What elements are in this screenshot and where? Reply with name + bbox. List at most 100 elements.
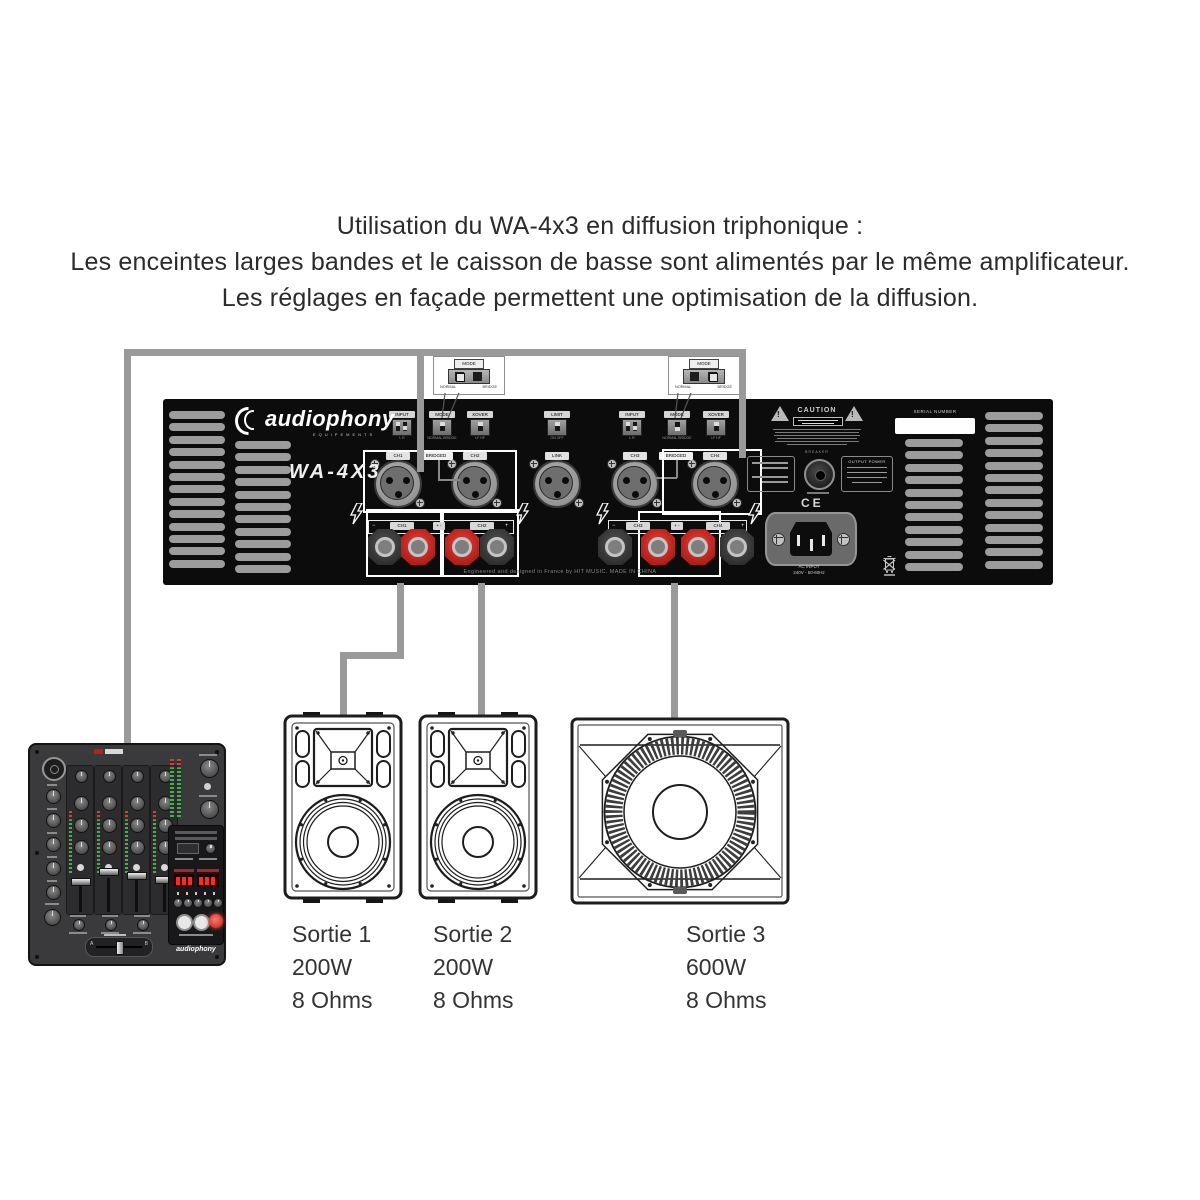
tick-mark <box>177 892 179 895</box>
aux-knob <box>46 861 61 876</box>
vent-slot <box>235 565 291 573</box>
cable-output1 <box>340 652 347 718</box>
xlr-pin <box>623 477 630 484</box>
vent-slot <box>985 498 1043 507</box>
caution-block: ! ! CAUTION <box>769 405 865 451</box>
binding-post-hole <box>408 537 428 557</box>
knob-label-bar <box>47 784 57 786</box>
ac-input-label: AC INPUT <box>798 564 820 569</box>
vent-slot <box>169 535 225 543</box>
screw-icon <box>574 498 584 508</box>
vent-slot <box>169 448 225 457</box>
cable-output1 <box>340 652 404 659</box>
cue-button <box>193 914 210 931</box>
control-label-bar <box>134 915 150 917</box>
terminal-label: CH2 <box>470 522 494 530</box>
master-knob <box>200 759 219 778</box>
terminal-strip <box>608 520 747 534</box>
vent-slot <box>985 523 1043 532</box>
channel-meter <box>124 811 128 873</box>
output-power-box: OUTPUT POWER <box>841 456 893 492</box>
decoration <box>554 422 560 426</box>
pfl-button <box>133 864 140 871</box>
polarity-plus: + <box>741 523 745 529</box>
eq-high-knob <box>130 796 145 811</box>
mode-bridge-label: BRIDGE <box>482 385 497 389</box>
binding-post-hole <box>452 537 472 557</box>
bracket-line <box>676 460 678 478</box>
decoration <box>674 422 680 431</box>
xlr-pin <box>553 491 561 498</box>
vent-slot <box>905 563 963 571</box>
param-knob <box>213 898 223 908</box>
level-meter <box>177 759 181 817</box>
eq-mid-knob <box>130 818 145 833</box>
model-name: WA-4X3 <box>289 461 382 483</box>
control-label-bar <box>69 932 87 934</box>
vent-slot <box>235 540 291 549</box>
terminal-strip <box>368 520 514 534</box>
dj-mixer: A B audiophony <box>28 743 226 966</box>
switch-label: XOVER <box>467 411 493 418</box>
switch-body <box>432 419 452 436</box>
output1-box <box>366 509 444 577</box>
led-display <box>174 874 194 887</box>
switch-label: INPUT <box>389 411 415 418</box>
xlr-pin <box>480 477 487 484</box>
fx-knob <box>205 843 216 854</box>
mode-bridge-label: BRIDGE <box>717 385 732 389</box>
vent-slot <box>235 503 291 511</box>
pfl-button <box>161 864 168 871</box>
brand-subtitle: EQUIPEMENTS <box>313 432 376 437</box>
xlr-pin <box>386 477 393 484</box>
vent-slot <box>905 488 963 497</box>
cable-input-right <box>739 352 746 458</box>
channel-meter <box>152 811 156 873</box>
breaker-label: BREAKER <box>805 450 829 454</box>
eq-low-knob <box>102 840 117 855</box>
xlr-pin <box>640 477 647 484</box>
output-power: 200W <box>433 954 494 980</box>
param-knob <box>173 898 183 908</box>
output2-box <box>440 509 519 577</box>
xlr-pin <box>545 477 552 484</box>
speaker-2 <box>418 712 538 908</box>
vent-slot <box>985 486 1043 495</box>
knob-label-bar <box>47 880 57 882</box>
mode-switch-zoom <box>683 369 725 384</box>
mode-callout-label: MODE <box>689 359 719 369</box>
eq-mid-knob <box>102 818 117 833</box>
switch-label: MODE <box>429 411 455 418</box>
xlr-channel-label: CH4 <box>703 452 727 460</box>
title-line-1: Utilisation du WA-4x3 en diffusion triph… <box>336 212 864 240</box>
eq-high-knob <box>74 796 89 811</box>
mode-callout-label: MODE <box>454 359 484 369</box>
brand-logo: audiophony EQUIPEMENTS <box>235 406 415 440</box>
aux-knob <box>46 885 61 900</box>
title-line-2: Les enceintes larges bandes et le caisso… <box>70 248 1130 276</box>
output-label-3: Sortie 3 600W 8 Ohms <box>686 918 767 1017</box>
lightning-bolt-icon <box>595 503 610 525</box>
vent-slot <box>235 490 291 499</box>
impedance-info-box <box>747 456 795 492</box>
decoration <box>626 422 630 431</box>
subwoofer <box>570 717 790 912</box>
fader-slot <box>106 878 110 912</box>
vent-slot <box>905 513 963 522</box>
lightning-bolt-icon <box>349 503 364 525</box>
vent-slot <box>985 436 1043 445</box>
xlr-pin <box>463 477 470 484</box>
vent-slot <box>169 423 225 432</box>
cable-mixer-to-amp <box>124 349 131 745</box>
terminal-label: CH1 <box>390 522 414 530</box>
xlr-pin <box>631 491 639 498</box>
screw-icon <box>607 459 617 469</box>
vent-slot <box>985 412 1043 420</box>
switch-label: LIMIT <box>544 411 570 418</box>
vent-slot <box>985 511 1043 520</box>
decoration <box>633 426 637 430</box>
xlr-channel-label: CH3 <box>623 452 647 460</box>
